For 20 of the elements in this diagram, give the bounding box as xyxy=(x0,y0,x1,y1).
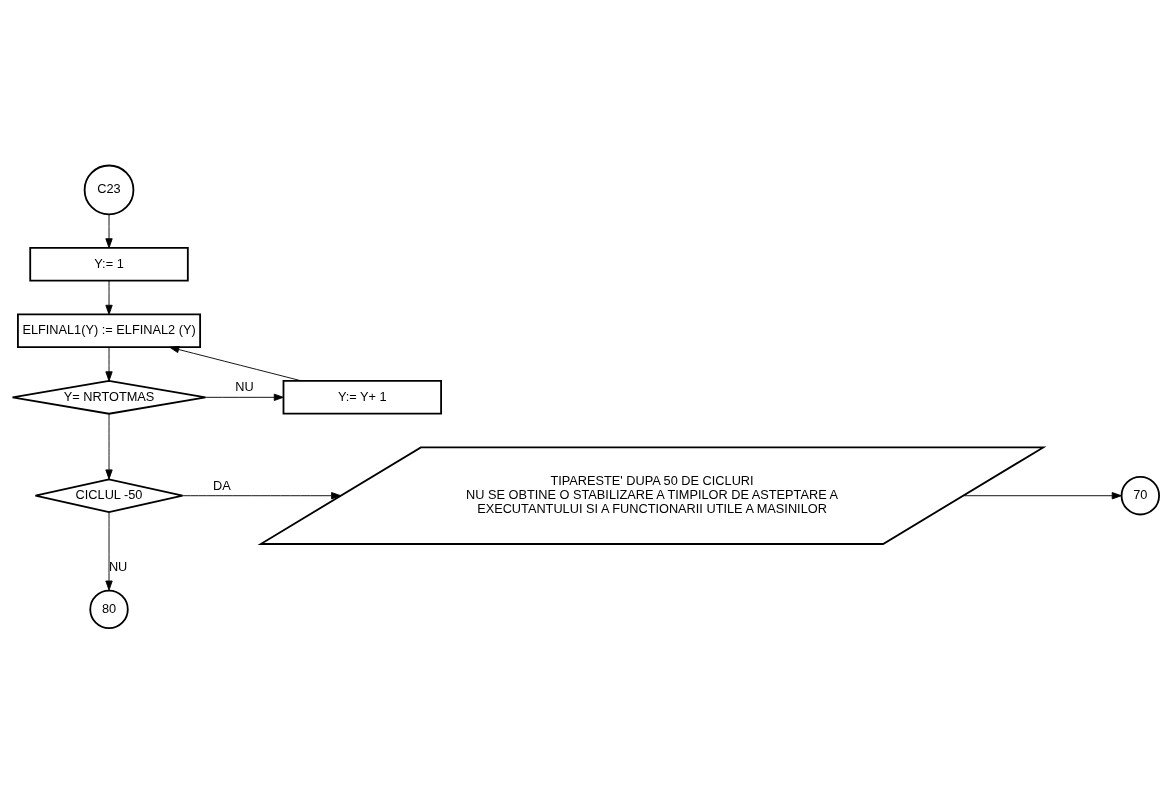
edge-label: NU xyxy=(108,558,128,574)
node-circle: 70 xyxy=(1120,475,1160,515)
node-circle: 80 xyxy=(89,589,129,629)
node-box: Y:= Y+ 1 xyxy=(282,379,442,415)
arrow xyxy=(105,511,113,591)
arrow xyxy=(105,213,113,248)
arrow xyxy=(105,346,113,381)
node-diamond: CICLUL -50 xyxy=(34,477,184,513)
node-circle: C23 xyxy=(83,164,135,215)
arrow xyxy=(105,412,113,479)
edge-label: DA xyxy=(212,477,231,493)
edge-label: NU xyxy=(235,378,254,394)
arrow xyxy=(105,279,113,315)
arrow xyxy=(962,491,1122,499)
arrow xyxy=(169,345,302,381)
arrow xyxy=(182,491,342,499)
node-box: Y:= 1 xyxy=(29,246,189,282)
node-box: ELFINAL1(Y) := ELFINAL2 (Y) xyxy=(17,313,202,348)
node-diamond: Y= NRTOTMAS xyxy=(11,379,207,415)
arrow xyxy=(205,393,284,401)
